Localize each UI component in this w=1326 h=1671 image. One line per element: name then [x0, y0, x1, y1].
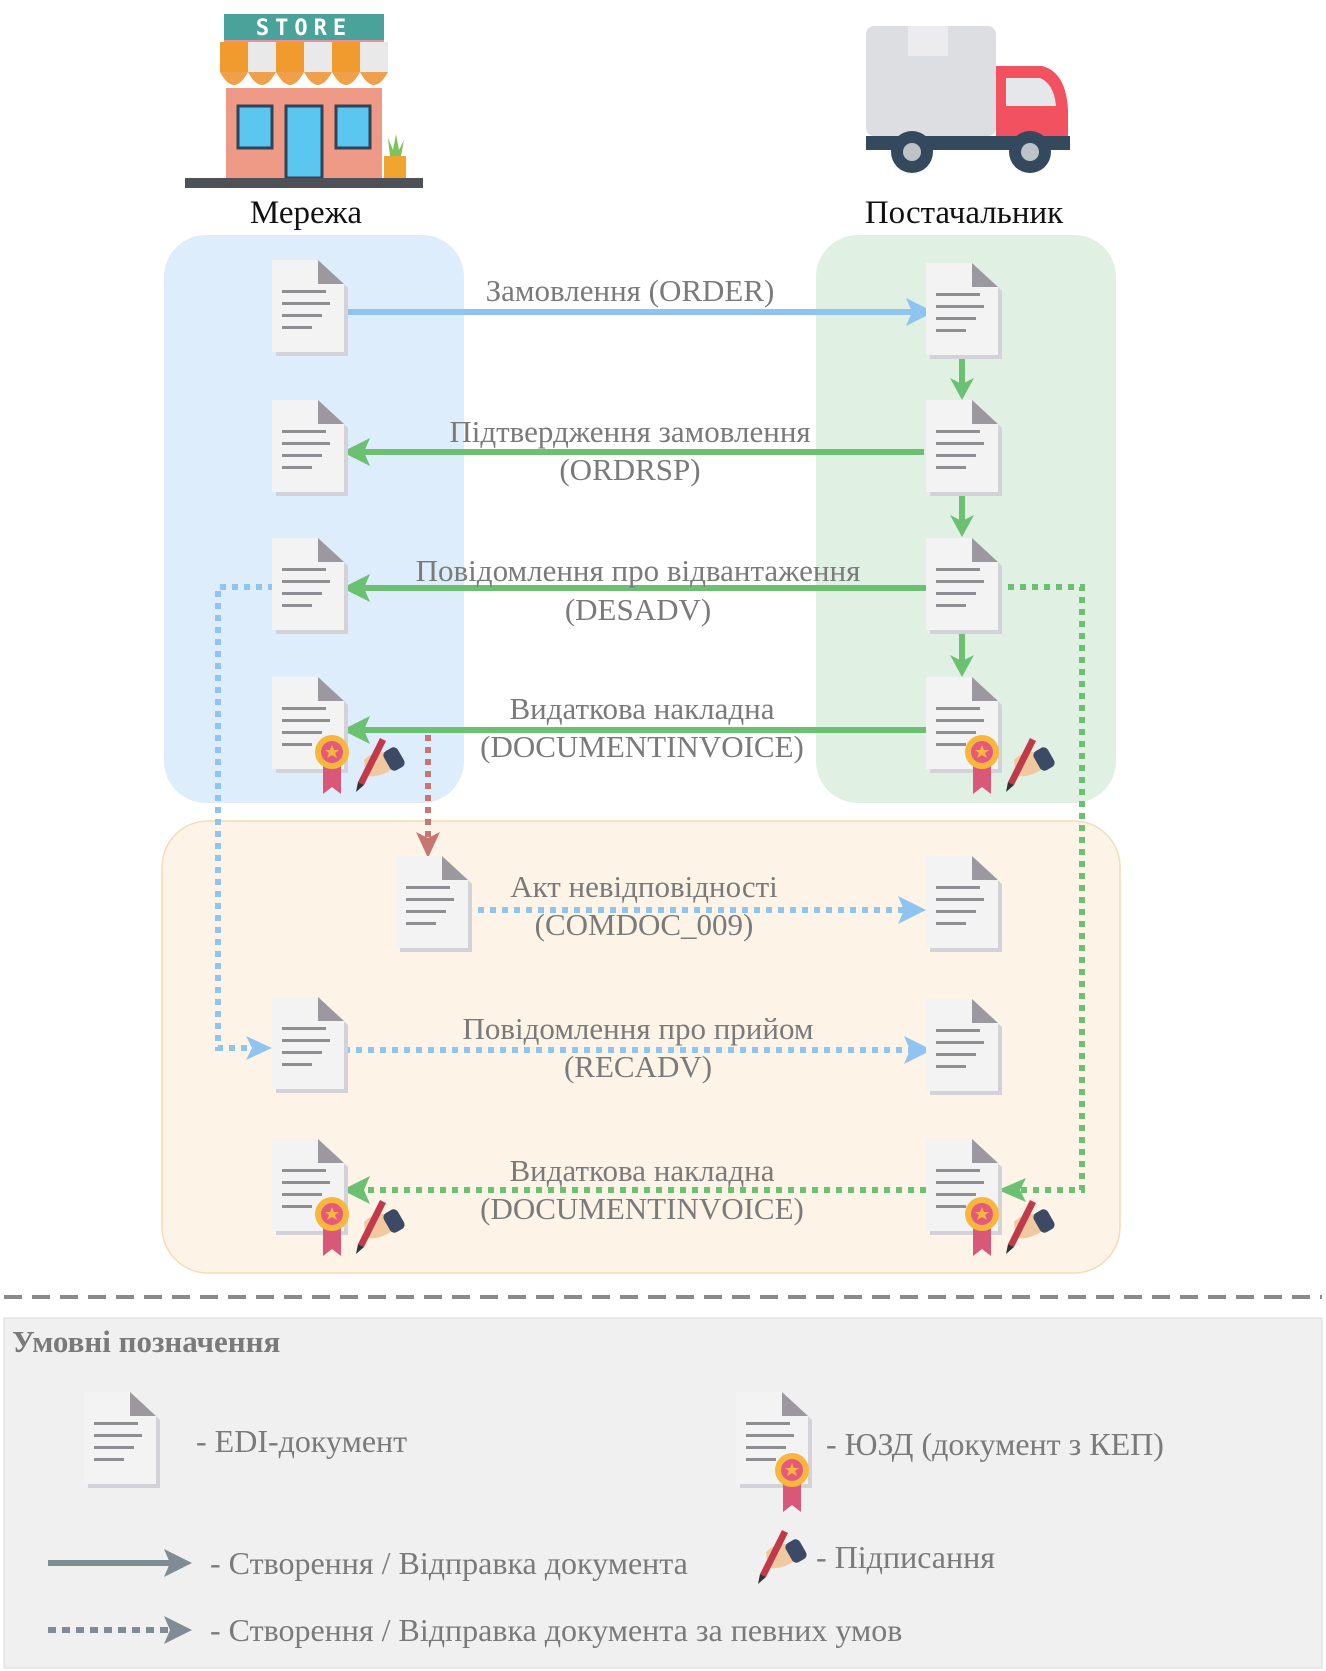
- supplier-flow: [950, 355, 974, 677]
- invoice-code-label: (DOCUMENTINVOICE): [480, 729, 804, 764]
- invoice-route-arrowhead: [998, 1178, 1026, 1202]
- network-title: Мережа: [250, 195, 363, 231]
- recadv-label: Повідомлення про прийом: [463, 1011, 814, 1046]
- legend-solid-arrowhead: [164, 1549, 192, 1577]
- invoice2-label: Видаткова накладна: [509, 1153, 774, 1188]
- invoice-conditional-arrowhead: [342, 1176, 370, 1204]
- invoice-label: Видаткова накладна: [509, 691, 774, 726]
- legend-signing-text: - Підписання: [816, 1539, 995, 1575]
- legend-solid-text: - Створення / Відправка документа: [210, 1545, 688, 1581]
- recadv-code-label: (RECADV): [564, 1049, 712, 1084]
- desadv-code-label: (DESADV): [565, 592, 711, 627]
- legend-dotted-text: - Створення / Відправка документа за пев…: [210, 1612, 902, 1648]
- desadv-arrowhead: [342, 574, 370, 602]
- ordrsp-code-label: (ORDRSP): [559, 452, 700, 487]
- desadv-label: Повідомлення про відвантаження: [416, 553, 861, 588]
- truck-icon: [866, 26, 1070, 173]
- ordrsp-arrowhead: [342, 438, 370, 466]
- supplier-title: Постачальник: [865, 195, 1064, 231]
- legend-box: [3, 1317, 1323, 1669]
- comdoc-trigger-arrowhead: [416, 832, 440, 858]
- legend: Умовні позначення - EDI-документ - ЮЗД (…: [3, 1317, 1323, 1669]
- store-sign-text: STORE: [256, 16, 352, 41]
- recadv-route-arrowhead: [246, 1036, 272, 1060]
- store-icon: STORE: [185, 14, 423, 188]
- legend-title: Умовні позначення: [12, 1324, 280, 1359]
- order-arrowhead: [906, 298, 934, 326]
- legend-dotted-arrowhead: [164, 1616, 192, 1644]
- desadv-to-invoice-route: [996, 584, 1085, 1193]
- ordrsp-label: Підтвердження замовлення: [449, 414, 810, 449]
- desadv-to-recadv-route: [215, 584, 274, 1051]
- comdoc-label: Акт невідповідності: [510, 869, 778, 904]
- invoice-arrowhead: [342, 716, 370, 744]
- legend-signed-text: - ЮЗД (документ з КЕП): [826, 1426, 1164, 1462]
- invoice2-code-label: (DOCUMENTINVOICE): [480, 1191, 804, 1226]
- order-label: Замовлення (ORDER): [486, 273, 775, 308]
- recadv-arrowhead: [904, 1036, 932, 1064]
- comdoc-code-label: (COMDOC_009): [535, 907, 754, 942]
- legend-edi-text: - EDI-документ: [196, 1423, 407, 1459]
- network-panel: [164, 235, 464, 803]
- comdoc-arrowhead: [898, 896, 926, 924]
